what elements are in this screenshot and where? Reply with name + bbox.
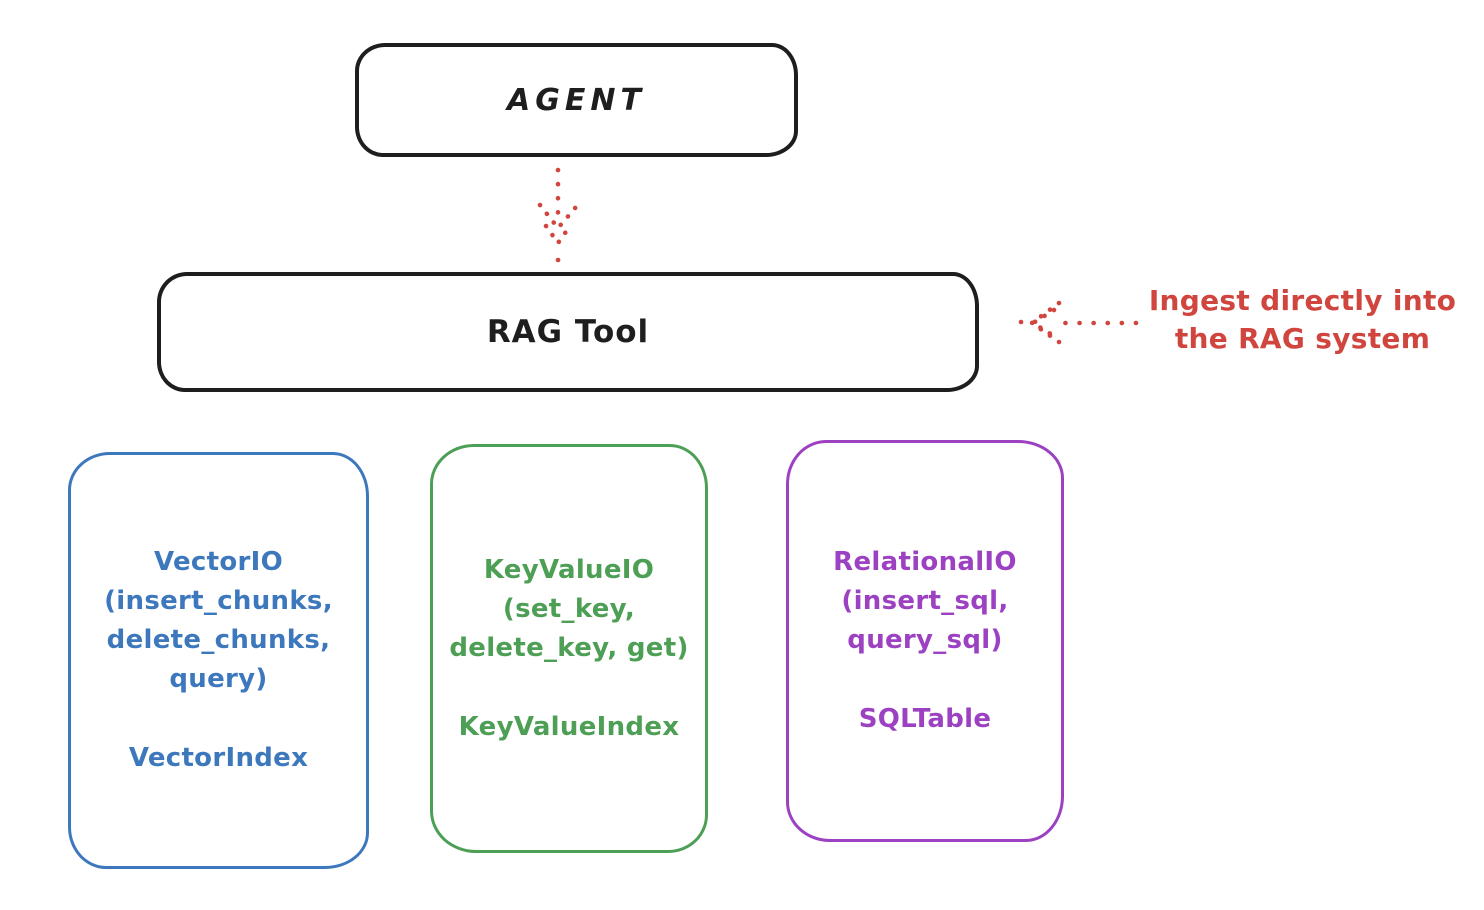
annotation-to-ragtool-arrow	[1018, 300, 1139, 345]
keyvalue-index-label: KeyValueIndex	[458, 711, 680, 742]
ingest-annotation-line1: Ingest directly into	[1148, 284, 1457, 317]
vector-io-ops-1: (insert_chunks,	[104, 586, 333, 616]
agent-node: AGENT	[355, 43, 798, 157]
relational-io-title: RelationalIO	[833, 547, 1017, 577]
relational-io-node: RelationalIO (insert_sql, query_sql) SQL…	[786, 440, 1064, 842]
keyvalue-io-ops-2: delete_key, get)	[449, 632, 689, 663]
ingest-annotation: Ingest directly into the RAG system	[1135, 282, 1470, 358]
keyvalue-io-title: KeyValueIO	[483, 554, 655, 585]
vector-io-ops-2: delete_chunks,	[106, 625, 331, 655]
ingest-annotation-line2: the RAG system	[1174, 322, 1431, 355]
vector-io-title: VectorIO	[153, 547, 284, 577]
vector-io-ops-3: query)	[169, 664, 268, 694]
vector-io-node: VectorIO (insert_chunks, delete_chunks, …	[68, 452, 369, 869]
relational-io-ops-2: query_sql)	[847, 625, 1003, 655]
keyvalue-io-node: KeyValueIO (set_key, delete_key, get) Ke…	[430, 444, 708, 853]
relational-io-lines: RelationalIO (insert_sql, query_sql)	[833, 543, 1017, 660]
keyvalue-io-ops-1: (set_key,	[502, 593, 636, 624]
keyvalue-io-lines: KeyValueIO (set_key, delete_key, get)	[449, 551, 688, 668]
relational-io-ops-1: (insert_sql,	[841, 586, 1009, 616]
sql-table-label: SQLTable	[858, 704, 992, 734]
agent-label: AGENT	[507, 82, 646, 118]
rag-tool-node: RAG Tool	[157, 272, 979, 392]
vector-io-lines: VectorIO (insert_chunks, delete_chunks, …	[104, 543, 333, 699]
vector-index-label: VectorIndex	[128, 743, 309, 773]
agent-to-ragtool-arrow	[537, 167, 579, 263]
rag-tool-label: RAG Tool	[486, 314, 650, 350]
